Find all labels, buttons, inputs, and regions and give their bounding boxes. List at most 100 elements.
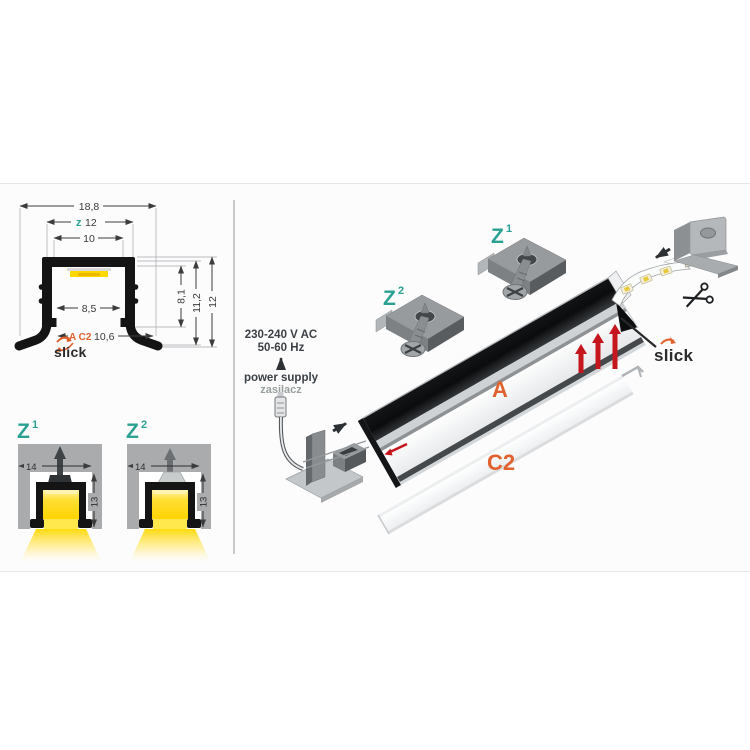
clip-screw-icon — [400, 302, 430, 357]
light-opening — [44, 519, 78, 529]
clip-z1-sup: 1 — [506, 223, 512, 235]
power-label-pl: zasilacz — [260, 384, 302, 396]
slide-rod-edge — [302, 440, 367, 463]
lit-cavity — [152, 490, 188, 519]
mounting-clip-z1 — [477, 237, 567, 300]
power-feed-endcap — [285, 429, 366, 503]
z1-view-letter: Z — [17, 420, 30, 443]
z1-dim-depth: 13 — [88, 473, 101, 528]
dimension-inner-height: 8,1 — [175, 265, 188, 328]
z2-dim-width-label: 14 — [135, 462, 146, 473]
assembly-diagram: 230-240 V AC 50-60 Hz power supply zasil… — [244, 216, 739, 535]
mounting-clip-z2 — [375, 294, 465, 357]
variant-label: A C2 — [69, 332, 92, 343]
z1-view-sup: 1 — [32, 419, 38, 431]
dim-total-height-label: 12 — [207, 296, 219, 308]
dimension-z-width: z 12 — [46, 215, 134, 229]
end-cap-hole — [700, 227, 716, 239]
cover-c2-body — [377, 365, 644, 535]
power-label-en: power supply — [244, 372, 319, 384]
content-panel — [0, 183, 750, 572]
cover-bottom-edge — [387, 391, 634, 535]
brand-text: slick — [54, 344, 87, 360]
cover-top-edge — [378, 375, 625, 518]
led-strip-cross-section — [67, 268, 111, 277]
power-cable — [274, 392, 304, 471]
led-light-direction-arrows — [575, 324, 621, 373]
z2-view-letter: Z — [126, 420, 139, 443]
dimension-top-opening: 10 — [53, 231, 124, 245]
insert-arrow-icon — [332, 422, 347, 434]
z-marker-label: z — [76, 217, 82, 229]
power-frequency: 50-60 Hz — [258, 342, 305, 354]
led-chip — [620, 283, 634, 295]
dim-bottom-opening-label: 10,6 — [94, 331, 115, 343]
z2-dim-depth-label: 13 — [199, 497, 210, 508]
led-chip — [659, 265, 673, 277]
profile-inner-edge — [380, 308, 627, 451]
mount-view-z1: Z 1 14 13 — [17, 419, 102, 563]
brand-callout: slick — [620, 317, 693, 365]
dim-top-opening-label: 10 — [83, 233, 95, 245]
dim-body-height-label: 11,2 — [191, 293, 203, 313]
profile-left-end — [357, 418, 401, 488]
profile-a-label: A — [492, 377, 508, 402]
right-wing — [125, 319, 163, 351]
panel-background — [0, 183, 750, 572]
variant-pointer-arrowhead — [56, 347, 63, 352]
brand-swoosh-tip — [66, 336, 72, 342]
profile-open-end-shadow — [616, 302, 638, 332]
red-up-arrow-icon — [575, 344, 587, 373]
clip-z2-sup: 2 — [398, 285, 404, 297]
profile-a-body — [357, 270, 646, 488]
red-up-arrow-icon — [609, 324, 621, 369]
light-glow — [20, 529, 102, 563]
z2-dim-width: 14 — [127, 460, 200, 473]
power-supply-callout: 230-240 V AC 50-60 Hz power supply zasil… — [244, 329, 319, 413]
clip-z2-letter: Z — [383, 287, 396, 310]
endcap-insert-arrow-icon — [655, 246, 671, 259]
dim-total-width-label: 18,8 — [79, 201, 100, 213]
brand-swoosh-tip — [670, 337, 676, 344]
dim-inner-height-label: 8,1 — [176, 289, 188, 304]
recessed-profile — [139, 482, 201, 528]
recessed-profile — [30, 482, 92, 528]
dimension-total-width: 18,8 — [19, 199, 157, 213]
power-voltage: 230-240 V AC — [245, 329, 317, 341]
dimension-body-height: 11,2 — [190, 260, 203, 346]
z1-dim-width-label: 14 — [26, 462, 37, 473]
z1-dim-depth-label: 13 — [90, 497, 101, 508]
red-slide-arrow-icon — [384, 442, 408, 456]
mount-view-z2: Z 2 14 13 — [126, 419, 211, 563]
brand-pointer-line — [620, 317, 657, 348]
slide-rod-edge — [305, 446, 370, 469]
profile-top-face — [363, 278, 621, 441]
clip-z1-letter: Z — [491, 225, 504, 248]
z2-dim-depth: 13 — [197, 473, 210, 528]
z1-dim-width: 14 — [18, 460, 92, 473]
cross-section-drawing: 18,8 z 12 10 8,5 A C2 10,6 — [14, 199, 219, 360]
left-wing — [14, 319, 52, 351]
z2-view-sup: 2 — [141, 419, 147, 431]
anchor-screw-icon — [48, 446, 72, 483]
dimension-inner-width: 8,5 — [56, 301, 121, 315]
profile-cross-section — [14, 257, 163, 351]
profile-end-cap — [673, 216, 739, 278]
cover-left-end — [377, 514, 390, 535]
profile-top-edge-highlight — [362, 277, 609, 419]
cover-end-lip-edge — [637, 366, 642, 378]
light-opening — [153, 519, 187, 529]
dim-inner-width-label: 8,5 — [82, 303, 97, 315]
profile-bottom-rail — [397, 337, 644, 482]
connector-tip — [277, 392, 284, 398]
dimension-total-height: 12 — [206, 256, 219, 348]
cover-face — [379, 377, 633, 532]
scissors-icon — [682, 282, 714, 308]
light-glow — [129, 529, 211, 563]
red-up-arrow-icon — [592, 333, 604, 369]
dimension-bottom-opening: A C2 10,6 — [56, 331, 154, 352]
profile-open-end-rim — [620, 300, 639, 329]
led-strip — [45, 490, 77, 494]
led-strip — [154, 490, 186, 494]
